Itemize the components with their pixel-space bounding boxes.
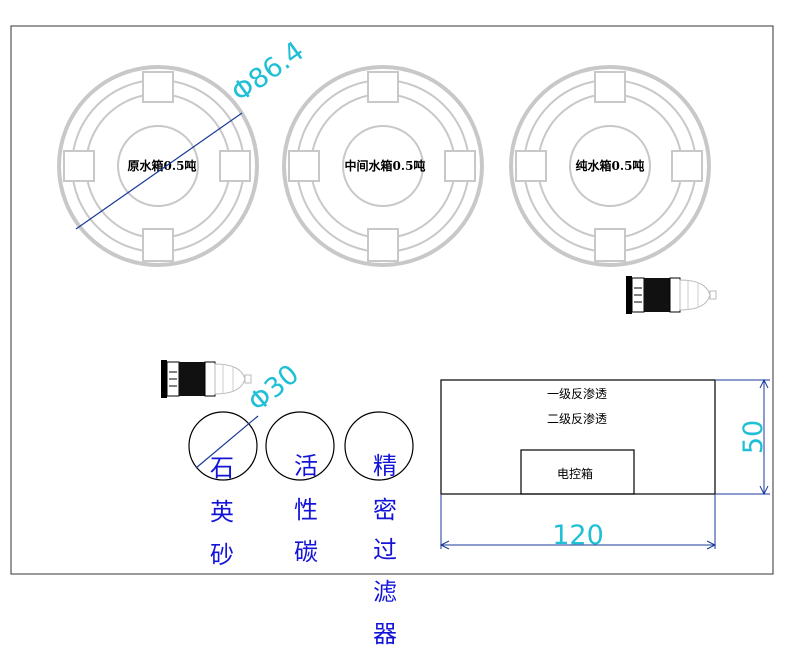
filter-label-char: 英: [210, 498, 234, 526]
tank-label: 原水箱0.5吨: [128, 158, 197, 173]
tank-diameter-line: [75, 112, 243, 230]
tank-label: 纯水箱0.5吨: [576, 158, 645, 173]
control-box-label: 电控箱: [557, 466, 593, 481]
filter-label-char: 器: [373, 620, 397, 648]
ro-stage-1-label: 一级反渗透: [547, 386, 607, 401]
filter-activated-carbon: [265, 411, 335, 481]
filter-label-char: 石: [210, 454, 234, 482]
tank-raw-water: 原水箱0.5吨: [57, 65, 259, 267]
filter-quartz-sand: [188, 411, 258, 481]
filter-label-quartz-sand: 石 英 砂: [210, 454, 234, 569]
pump-icon: [161, 360, 252, 398]
filter-label-precision: 精 密 过 滤 器: [373, 452, 397, 648]
filter-label-char: 性: [294, 496, 318, 524]
filter-label-char: 滤: [373, 578, 397, 606]
filter-label-char: 密: [373, 496, 397, 524]
tank-label: 中间水箱0.5吨: [345, 158, 426, 173]
filter-label-char: 砂: [210, 541, 234, 569]
tank-intermediate-water: 中间水箱0.5吨: [282, 65, 484, 267]
ro-height-label: 50: [738, 420, 769, 454]
ro-height-dimension: [715, 378, 770, 496]
filter-label-char: 精: [373, 452, 397, 480]
filter-precision: [344, 411, 414, 481]
pump-icon: [626, 276, 717, 314]
ro-width-label: 120: [552, 520, 604, 551]
tank-diameter-label: Φ86.4: [226, 36, 310, 109]
control-box: [520, 449, 635, 495]
ro-stage-2-label: 二级反渗透: [547, 411, 607, 426]
filter-label-char: 过: [373, 536, 397, 564]
filter-label-char: 碳: [294, 538, 318, 566]
filter-diameter-line: [195, 415, 259, 469]
filter-label-char: 活: [294, 452, 318, 480]
site-border: [10, 25, 774, 575]
filter-diameter-label: Φ30: [243, 359, 306, 418]
filter-label-activated-carbon: 活 性 碳: [294, 452, 318, 566]
tank-pure-water: 纯水箱0.5吨: [509, 65, 711, 267]
ro-width-dimension: [439, 494, 717, 550]
